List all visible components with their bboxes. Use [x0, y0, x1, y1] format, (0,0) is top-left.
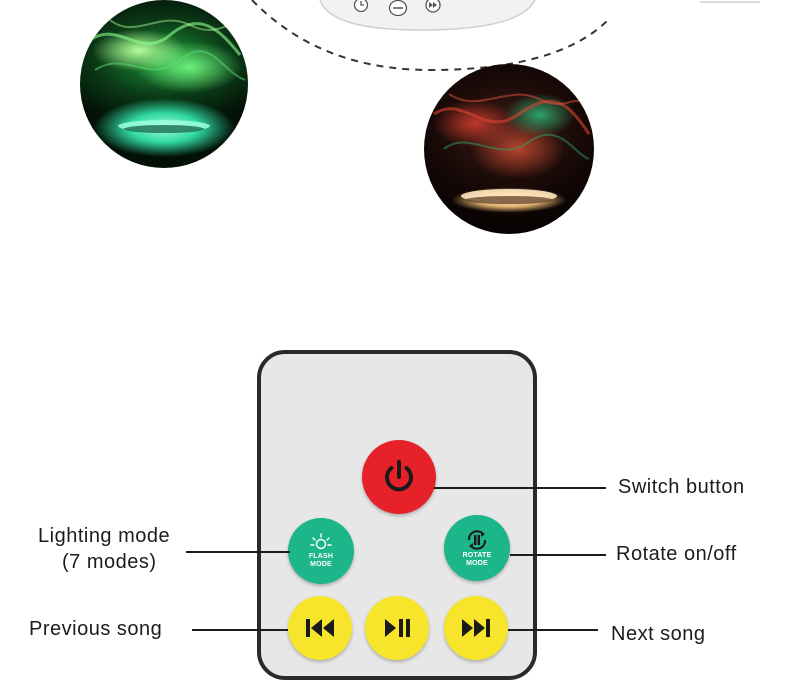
sun-icon [310, 533, 332, 553]
flash-mode-label-1: FLASH [308, 553, 334, 560]
rotate-mode-label-1: ROTATE [462, 552, 492, 559]
switch-callout-line [434, 487, 606, 489]
next-song-label: Next song [611, 623, 706, 645]
flash-mode-label-2: MODE [310, 561, 332, 568]
device-top-fragment [0, 0, 800, 80]
flash-mode-button[interactable]: FLASH MODE [288, 518, 354, 584]
rotate-mode-button[interactable]: ROTATE MODE [444, 515, 510, 581]
play-pause-button[interactable] [365, 596, 429, 660]
next-track-icon [458, 616, 494, 640]
lighting-mode-count-label: (7 modes) [62, 551, 157, 573]
next-song-button[interactable] [444, 596, 508, 660]
rotate-mode-label-2: MODE [466, 560, 488, 567]
power-icon [379, 457, 419, 497]
previous-song-button[interactable] [288, 596, 352, 660]
previous-track-icon [302, 616, 338, 640]
green-projection-photo [80, 0, 248, 168]
rotate-icon [464, 528, 490, 552]
power-button[interactable] [362, 440, 436, 514]
lighting-callout-line [186, 551, 290, 553]
next-callout-line [508, 629, 598, 631]
switch-button-label: Switch button [618, 476, 745, 498]
previous-song-label: Previous song [29, 618, 163, 640]
lighting-mode-label: Lighting mode [38, 525, 171, 547]
red-projection-photo [424, 64, 594, 234]
minus-icon [388, 0, 408, 17]
clock-icon [353, 0, 369, 13]
prev-callout-line [192, 629, 288, 631]
fast-forward-icon [424, 0, 442, 13]
play-pause-icon [381, 616, 413, 640]
rotate-callout-line [510, 554, 606, 556]
rotate-label: Rotate on/off [616, 543, 737, 565]
